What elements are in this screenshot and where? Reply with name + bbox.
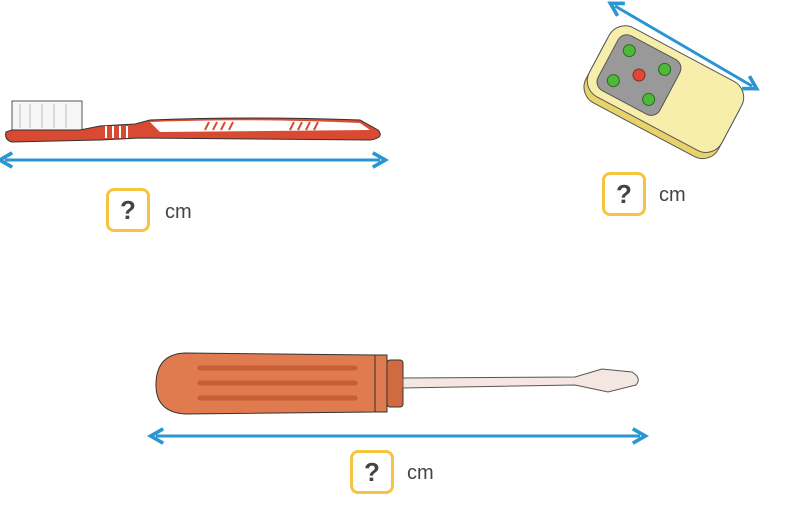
remote-answer-box[interactable]: ? [602,172,646,216]
remote-unit-label: cm [659,184,686,206]
toothbrush-answer-box[interactable]: ? [106,188,150,232]
toothbrush-unit-label: cm [165,201,192,223]
screwdriver-answer-box[interactable]: ? [350,450,394,494]
screwdriver-unit-label: cm [407,462,434,484]
remote-length-arrow [607,1,760,91]
remote-image [583,25,745,160]
toothbrush-image [5,100,381,143]
screwdriver-image [155,352,639,415]
